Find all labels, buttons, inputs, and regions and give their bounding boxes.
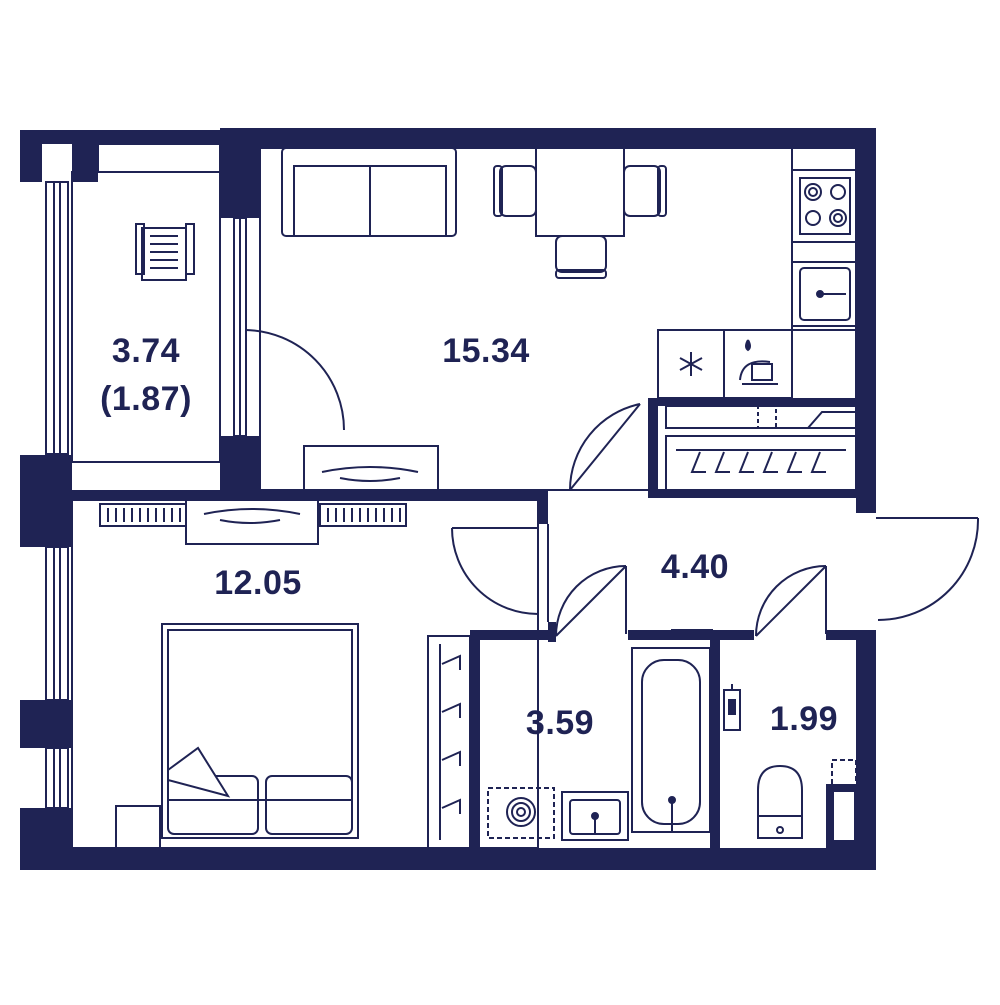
kitchen-sink-icon <box>791 261 857 327</box>
washing-machine-icon <box>487 787 555 839</box>
balcony-area-reduced: (1.87) <box>100 380 192 418</box>
living-kitchen-area: 15.34 <box>442 332 530 370</box>
toilet-icon <box>757 764 803 839</box>
water-heater-icon <box>723 329 793 399</box>
toilet-door <box>755 565 827 637</box>
radiator-icon <box>99 503 407 527</box>
living-room-door <box>569 403 641 491</box>
toilet-shelf <box>826 759 857 849</box>
stove-icon <box>791 169 857 243</box>
tv-stand <box>303 445 439 491</box>
entrance-door <box>876 517 980 621</box>
windows <box>45 181 247 809</box>
dining-table-icon <box>493 147 667 279</box>
bathtub-icon <box>631 629 713 833</box>
meter-icon <box>723 684 741 731</box>
walls <box>20 128 876 870</box>
balcony-area: 3.74 <box>111 332 181 370</box>
bathroom-area: 3.59 <box>525 704 595 742</box>
doors <box>245 329 980 637</box>
kitchen-counter <box>791 148 856 398</box>
double-bed-icon <box>161 623 359 839</box>
balcony-door <box>245 329 345 436</box>
sofa-icon <box>281 147 457 237</box>
wardrobe-icon <box>665 405 857 491</box>
balcony-area-label: 3.74 (1.87) <box>98 334 194 416</box>
nightstand <box>115 805 161 849</box>
bedroom-dresser <box>185 499 319 545</box>
fridge-icon <box>657 329 725 399</box>
hanger-icon <box>690 451 826 473</box>
bathroom-door <box>555 565 627 637</box>
toilet-area: 1.99 <box>769 700 839 738</box>
bedroom-wardrobe-icon <box>427 635 471 849</box>
drying-rack-icon <box>135 223 195 281</box>
bedroom-area: 12.05 <box>214 564 302 602</box>
hallway-area: 4.40 <box>660 548 730 586</box>
bathroom-sink-icon <box>561 791 629 841</box>
bedroom-door <box>451 527 539 615</box>
